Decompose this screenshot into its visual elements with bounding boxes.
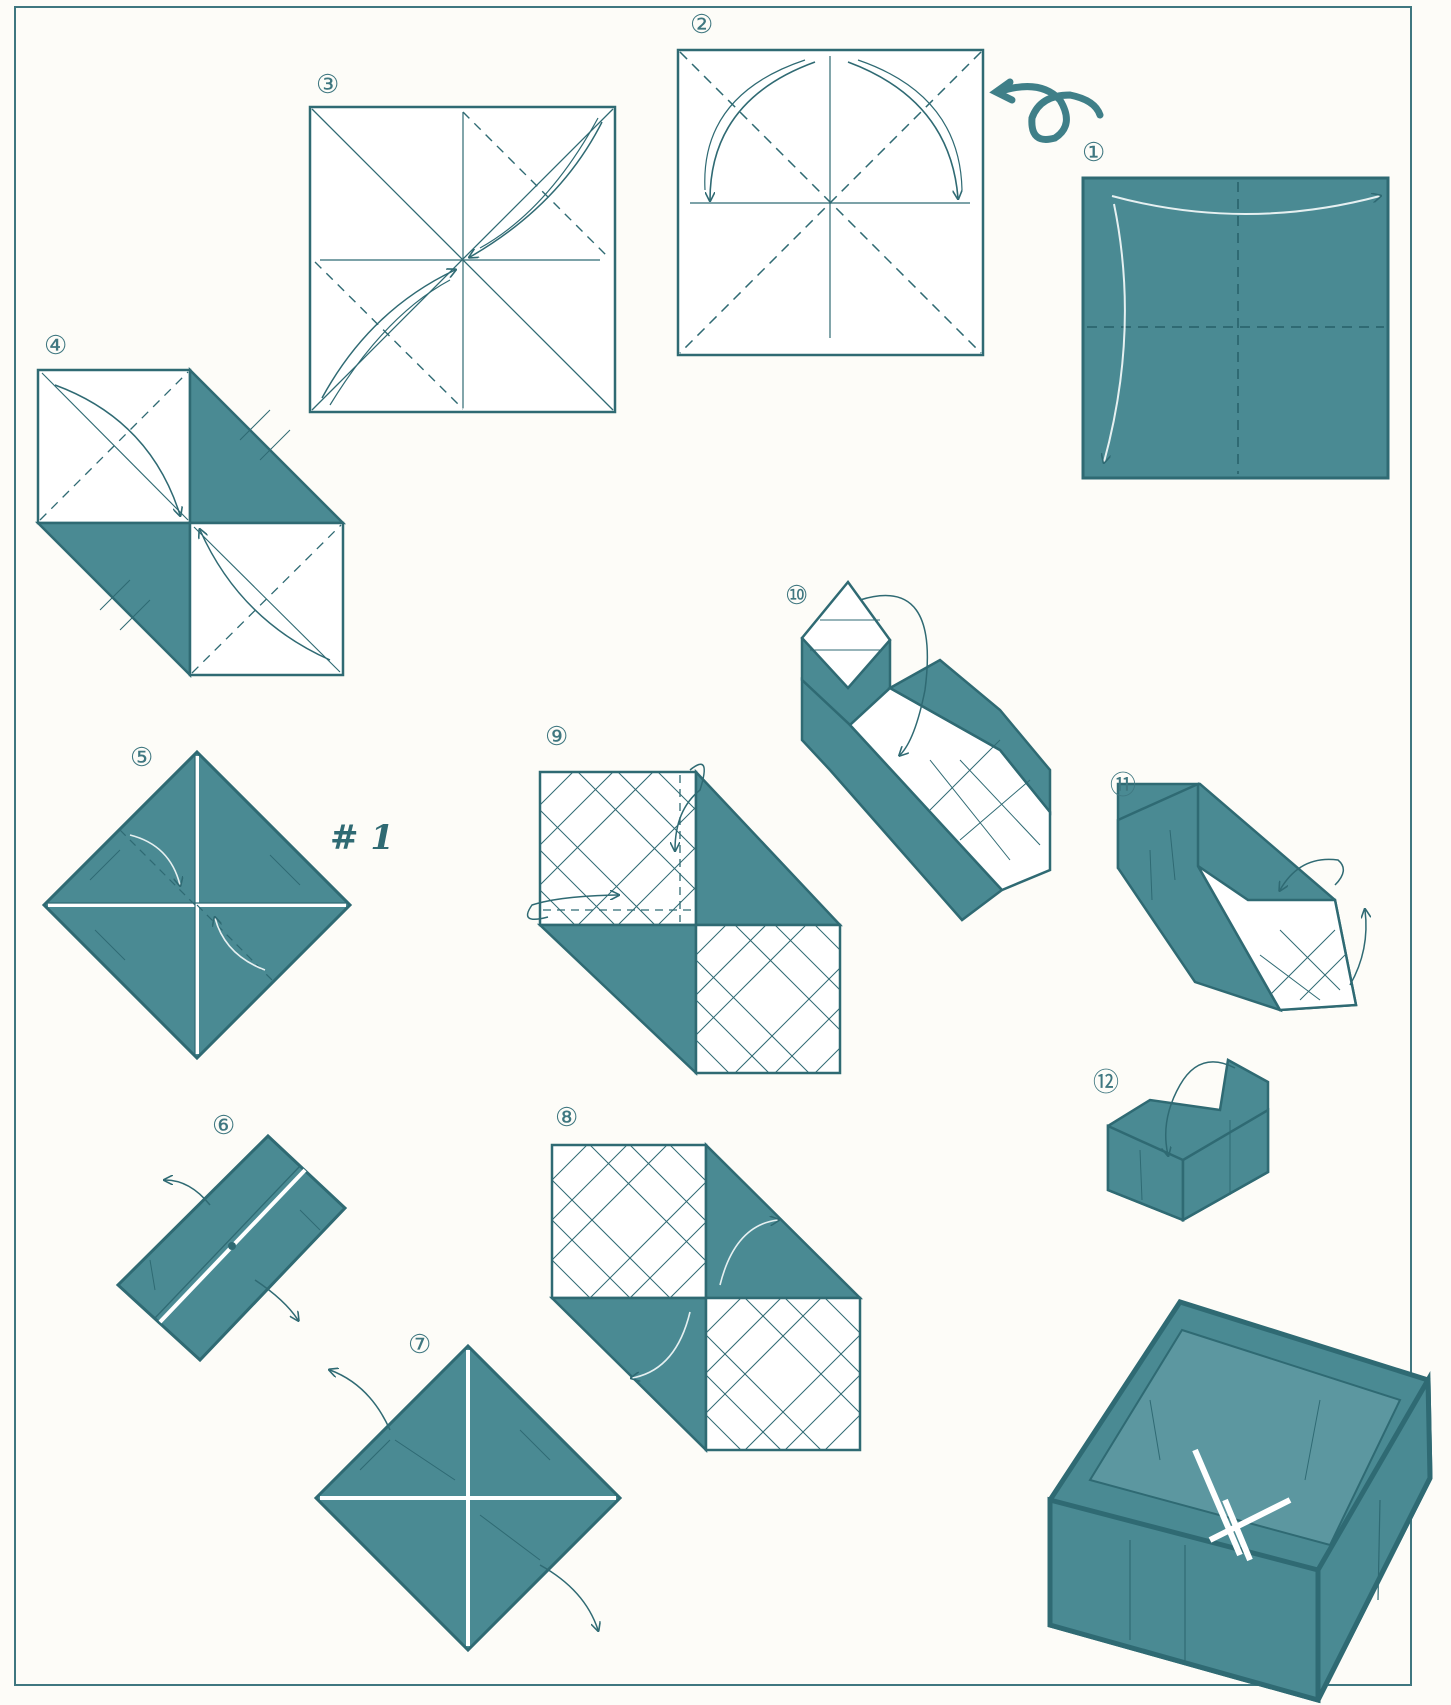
step-5-figure bbox=[44, 752, 350, 1058]
step-4-label: ④ bbox=[44, 333, 67, 359]
step-11-figure bbox=[1118, 784, 1366, 1010]
step-7-figure bbox=[316, 1346, 620, 1650]
model-number-badge: # 1 bbox=[330, 818, 394, 858]
step-9-figure bbox=[528, 764, 840, 1073]
step-7-label: ⑦ bbox=[408, 1332, 431, 1358]
step-10-figure bbox=[802, 582, 1050, 920]
step-2-label: ② bbox=[690, 12, 713, 38]
turn-over-arrow-icon bbox=[996, 82, 1100, 139]
step-1-figure bbox=[1083, 178, 1388, 478]
step-2-figure bbox=[678, 50, 983, 355]
step-3-figure bbox=[310, 107, 615, 412]
step-11-label: ⑪ bbox=[1110, 773, 1136, 799]
step-3-label: ③ bbox=[316, 72, 339, 98]
step-12-label: ⑫ bbox=[1093, 1070, 1119, 1096]
step-1-label: ① bbox=[1082, 140, 1105, 166]
step-8-label: ⑧ bbox=[555, 1105, 578, 1131]
step-4-figure bbox=[38, 370, 343, 675]
step-5-label: ⑤ bbox=[130, 745, 153, 771]
step-9-label: ⑨ bbox=[545, 724, 568, 750]
step-12-figure bbox=[1108, 1060, 1268, 1220]
step-10-label: ⑩ bbox=[785, 583, 808, 609]
step-8-figure bbox=[552, 1145, 860, 1450]
finished-box-figure bbox=[1050, 1302, 1430, 1700]
step-6-figure bbox=[118, 1136, 345, 1360]
step-6-label: ⑥ bbox=[212, 1113, 235, 1139]
